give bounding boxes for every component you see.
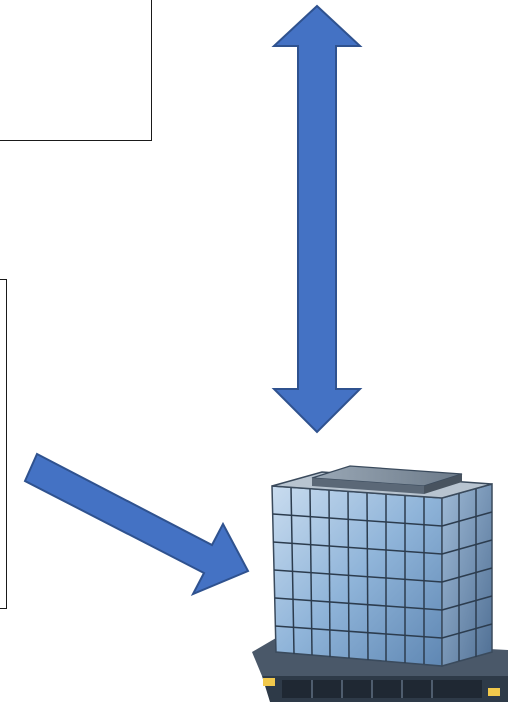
left-box <box>0 279 7 609</box>
office-building-icon <box>252 465 508 702</box>
double-headed-arrow-icon <box>271 4 363 434</box>
arrow-right-down-icon <box>23 452 250 596</box>
top-left-box <box>0 0 152 141</box>
